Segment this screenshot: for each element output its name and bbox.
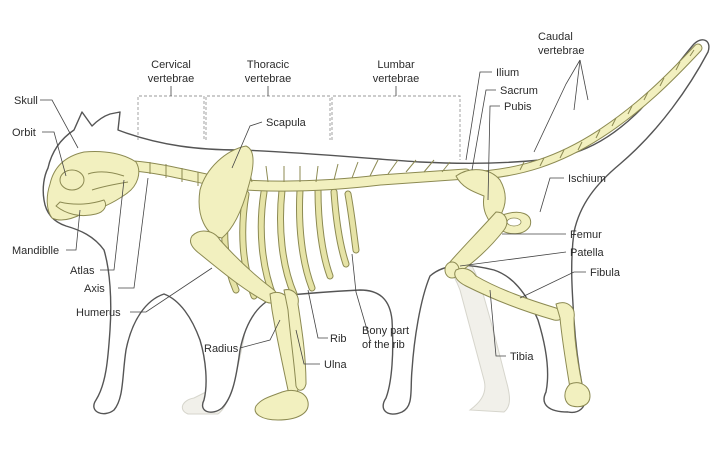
label-lumbar-line1: Lumbar: [377, 59, 415, 71]
region-brackets: [137, 86, 461, 160]
label-ulna: Ulna: [324, 359, 348, 371]
label-cervical-line2: vertebrae: [148, 73, 194, 85]
pelvis: [455, 169, 532, 235]
label-axis: Axis: [84, 283, 105, 295]
label-sacrum: Sacrum: [500, 85, 538, 97]
label-atlas: Atlas: [70, 265, 95, 277]
label-radius: Radius: [204, 343, 239, 355]
label-ilium: Ilium: [496, 67, 519, 79]
ulna-bone: [283, 289, 307, 391]
label-cervical-line1: Cervical: [151, 59, 191, 71]
label-bony-rib-line2: of the rib: [362, 339, 405, 351]
hind-paw: [564, 382, 591, 408]
label-pubis: Pubis: [504, 101, 532, 113]
label-orbit: Orbit: [12, 127, 36, 139]
caudal-vertebrae: [463, 43, 703, 181]
rib-cage: [221, 186, 360, 302]
label-scapula: Scapula: [266, 117, 307, 129]
label-caudal-line2: vertebrae: [538, 45, 584, 57]
mandible-bone: [55, 199, 107, 217]
label-skull: Skull: [14, 95, 38, 107]
label-fibula: Fibula: [590, 267, 621, 279]
fore-paw: [254, 389, 309, 421]
label-caudal-line1: Caudal: [538, 31, 573, 43]
label-thoracic-line2: vertebrae: [245, 73, 291, 85]
label-ischium: Ischium: [568, 173, 606, 185]
label-lumbar-line2: vertebrae: [373, 73, 419, 85]
orbit-socket: [59, 169, 85, 191]
scapula-bone: [198, 145, 254, 239]
foreleg-bones: [189, 230, 309, 421]
skull: [46, 151, 140, 221]
label-patella: Patella: [570, 247, 605, 259]
leader-lines: [40, 59, 589, 365]
label-humerus: Humerus: [76, 307, 121, 319]
labels: Skull Orbit Mandiblle Atlas Axis Humerus…: [12, 31, 621, 371]
label-thoracic-line1: Thoracic: [247, 59, 290, 71]
label-bony-rib-line1: Bony part: [362, 325, 409, 337]
label-rib: Rib: [330, 333, 347, 345]
label-femur: Femur: [570, 229, 602, 241]
hindleg-bones: [444, 211, 591, 408]
label-tibia: Tibia: [510, 351, 534, 363]
cat-body-outline: [42, 39, 710, 415]
label-mandible: Mandiblle: [12, 245, 59, 257]
